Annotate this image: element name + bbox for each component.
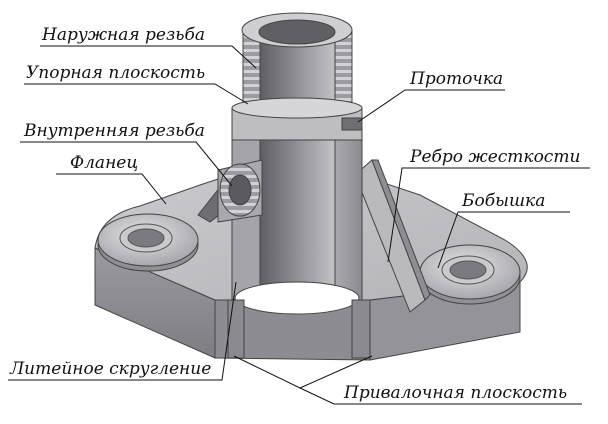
label-mounting-plane: Привалочная плоскость [343,383,567,403]
label-flange: Фланец [70,153,138,173]
label-casting-fillet: Литейное скругление [9,359,211,379]
label-boss: Бобышка [461,191,545,211]
right-stiffening-rib [354,159,431,313]
left-boss [97,213,199,272]
right-boss [419,244,521,305]
leader-lines [8,45,590,405]
label-external-thread: Наружная резьба [41,25,205,45]
side-threaded-port [217,159,263,223]
label-thrust-plane: Упорная плоскость [26,63,205,83]
label-groove: Проточка [409,69,503,89]
central-pipe [227,12,371,359]
label-stiffening-rib: Ребро жесткости [409,147,580,167]
label-internal-thread: Внутренняя резьба [23,121,205,141]
